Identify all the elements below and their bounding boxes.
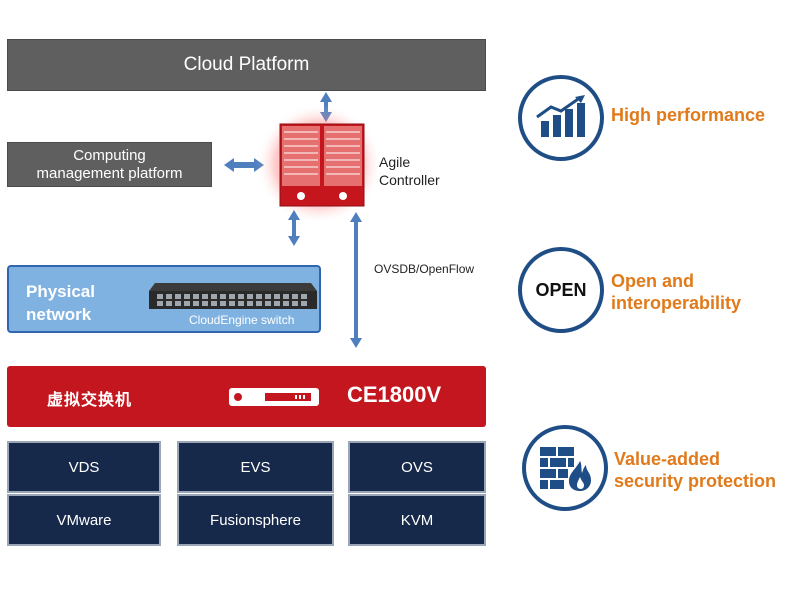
- cell-ovs: OVS: [348, 441, 486, 493]
- arrow-controller-physical: [288, 210, 300, 246]
- ce1800v-label: CE1800V: [347, 382, 442, 407]
- cell-vmware: VMware: [7, 494, 161, 546]
- computing-management-label: Computing management platform: [36, 146, 183, 182]
- vswitch-device-icon: [229, 388, 319, 406]
- open-interoperability-label: Open and interoperability: [611, 271, 742, 313]
- vswitch-label: 虚拟交换机: [47, 392, 133, 409]
- cloudengine-switch-label: CloudEngine switch: [189, 313, 295, 327]
- agile-controller-label: Agile Controller: [379, 154, 440, 188]
- high-performance-circle: [518, 75, 604, 161]
- high-performance-label: High performance: [611, 105, 766, 125]
- open-icon: OPEN: [535, 279, 587, 300]
- cell-label: EVS: [240, 458, 271, 476]
- cell-kvm: KVM: [348, 494, 486, 546]
- security-protection-label: Value-added security protection: [614, 449, 777, 491]
- security-circle: [522, 425, 608, 511]
- cell-label: Fusionsphere: [210, 511, 301, 529]
- physical-network-panel: Physical network CloudEngine switch: [7, 265, 321, 333]
- cloud-platform-label: Cloud Platform: [183, 54, 310, 75]
- cloud-platform-box: Cloud Platform: [7, 39, 486, 91]
- firewall-icon: [540, 447, 591, 491]
- cell-label: KVM: [400, 511, 434, 529]
- ce1800v-bar: 虚拟交换机 CE1800V: [7, 366, 486, 427]
- agile-controller-icon: [279, 123, 365, 207]
- connector-arrows: [224, 92, 382, 348]
- cell-evs: EVS: [177, 441, 334, 493]
- arrow-computing-controller: [224, 158, 264, 172]
- cell-label: VMware: [56, 511, 112, 529]
- cell-label: VDS: [68, 458, 100, 476]
- chart-icon: [536, 95, 585, 137]
- cloudengine-switch-icon: [149, 283, 317, 309]
- ovsdb-openflow-label: OVSDB/OpenFlow: [374, 262, 475, 276]
- physical-network-label: Physical network: [26, 282, 95, 324]
- cell-label: OVS: [401, 458, 433, 476]
- cell-vds: VDS: [7, 441, 161, 493]
- cell-fusionsphere: Fusionsphere: [177, 494, 334, 546]
- open-circle: OPEN: [518, 247, 604, 333]
- arrow-ovsdb-openflow: [350, 212, 362, 348]
- computing-management-box: Computing management platform: [7, 142, 212, 187]
